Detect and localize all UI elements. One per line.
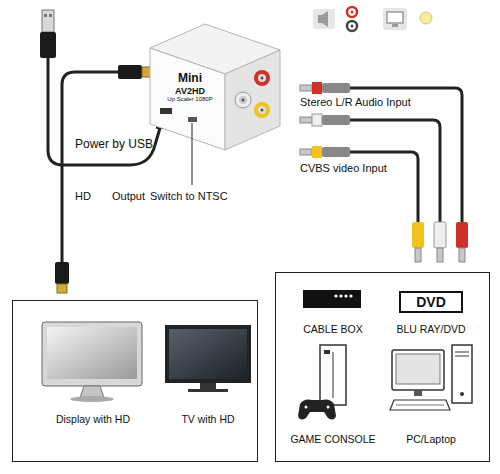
port-label: HD [75,190,91,203]
node-text: CABLE BOX [273,323,393,335]
leader-line [192,123,193,185]
signal-icons [313,7,432,31]
source-panel: CABLE BOXBLU RAY/DVD GAME CONSOLEPC/Lapto… [275,272,490,462]
source-device-pictures [298,290,472,420]
node-text: Display with HD [33,413,153,425]
input-label: CVBS video Input [300,162,387,175]
device-face: MiniAV2HDUp Scaler 1080P [152,72,228,103]
switch-label: Switch to NTSC [150,190,228,203]
node-text: TV with HD [148,413,268,425]
power-label: Power by USB [75,138,153,152]
node-text: Up Scaler 1080P [152,96,228,103]
hdmi-cable [55,65,152,293]
input-label: Stereo L/R Audio Input [300,96,411,109]
node-text: GAME CONSOLE [273,433,393,445]
node-text: Mini [152,72,228,86]
node-text: DVD [416,294,446,310]
node-text: PC/Laptop [371,433,491,445]
converter-box [150,24,280,150]
hd-display-pictures [42,322,251,402]
node-text: AV2HD [152,86,228,96]
rca-cables [300,82,468,262]
port-label: Output [112,190,145,203]
dvd-logo-box: DVD [399,291,463,313]
usb-power-cable [40,10,165,165]
node-text: BLU RAY/DVD [371,323,491,335]
display-panel: Display with HDTV with HD [12,300,258,462]
